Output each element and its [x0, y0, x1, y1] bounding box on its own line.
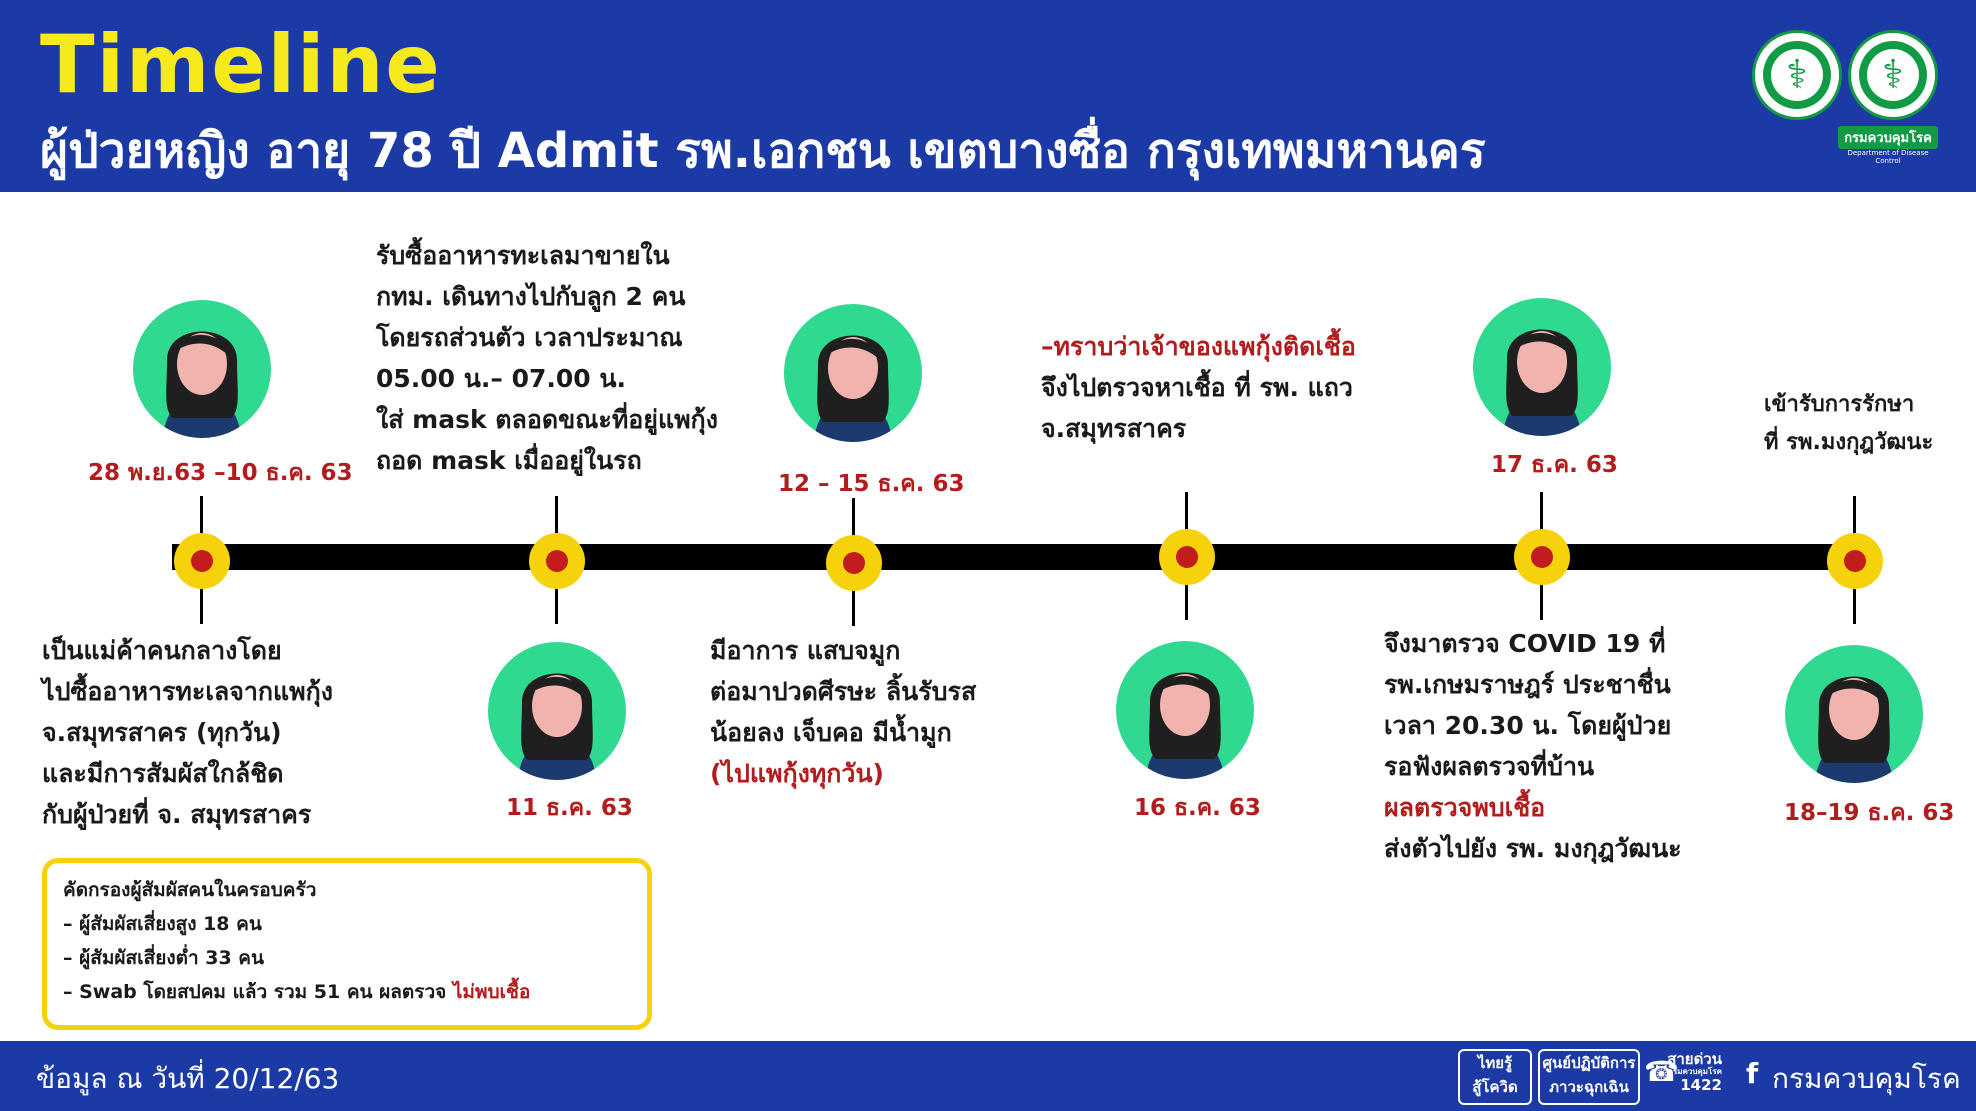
event-line: กทม. เดินทางไปกับลูก 2 คน: [376, 282, 686, 311]
event-line: ไปซื้ออาหารทะเลจากแพกุ้ง: [42, 677, 333, 706]
event-line: มีอาการ แสบจมูก: [710, 636, 901, 665]
ddc-logo-icon: ⚕: [1848, 30, 1938, 120]
event-line-highlight: –ทราบว่าเจ้าของแพกุ้งติดเชื้อ: [1041, 332, 1356, 361]
event-line: รับซื้ออาหารทะเลมาขายใน: [376, 241, 670, 270]
hotline-number: 1422: [1680, 1076, 1722, 1094]
event-line: จ.สมุทรสาคร: [1041, 414, 1187, 443]
woman-avatar-icon: [1473, 298, 1611, 436]
event-line: ถอด mask เมื่ออยู่ในรถ: [376, 446, 642, 475]
screening-item: – ผู้สัมผัสเสี่ยงต่ำ 33 คน: [63, 947, 264, 969]
event-description: เป็นแม่ค้าคนกลางโดย ไปซื้ออาหารทะเลจากแพ…: [42, 630, 333, 835]
event-date: 17 ธ.ค. 63: [1491, 452, 1618, 478]
timeline-marker: [1159, 529, 1215, 585]
woman-avatar-icon: [1116, 641, 1254, 779]
event-description: –ทราบว่าเจ้าของแพกุ้งติดเชื้อ จึงไปตรวจห…: [1041, 326, 1356, 449]
event-line: จึงไปตรวจหาเชื้อ ที่ รพ. แถว: [1041, 373, 1353, 402]
event-date: 11 ธ.ค. 63: [506, 795, 633, 821]
event-description: เข้ารับการรักษา ที่ รพ.มงกุฎวัฒนะ: [1764, 386, 1933, 462]
event-date: 16 ธ.ค. 63: [1134, 795, 1261, 821]
event-line: น้อยลง เจ็บคอ มีน้ำมูก: [710, 718, 952, 747]
timeline-track: [172, 544, 1862, 570]
facebook-page-name: กรมควบคุมโรค: [1772, 1062, 1961, 1095]
screening-title: คัดกรองผู้สัมผัสคนในครอบครัว: [63, 879, 317, 901]
badge-line: สู้โควิด: [1472, 1078, 1518, 1096]
woman-avatar-icon: [133, 300, 271, 438]
woman-avatar-icon: [488, 642, 626, 780]
timeline-marker: [826, 535, 882, 591]
event-line: จ.สมุทรสาคร (ทุกวัน): [42, 718, 282, 747]
hotline-label: สายด่วน: [1667, 1050, 1722, 1068]
screening-result: ไม่พบเชื้อ: [452, 981, 531, 1003]
timeline-marker: [1514, 529, 1570, 585]
event-line: โดยรถส่วนตัว เวลาประมาณ: [376, 323, 683, 352]
event-date: 12 – 15 ธ.ค. 63: [778, 471, 965, 497]
event-line: ต่อมาปวดศีรษะ ลิ้นรับรส: [710, 677, 977, 706]
event-line: กับผู้ป่วยที่ จ. สมุทรสาคร: [42, 800, 312, 829]
event-line: ส่งตัวไปยัง รพ. มงกุฎวัฒนะ: [1384, 834, 1682, 863]
facebook-icon: f: [1746, 1057, 1759, 1090]
badge-line: ศูนย์ปฏิบัติการ: [1542, 1054, 1636, 1072]
event-line: เวลา 20.30 น. โดยผู้ป่วย: [1384, 711, 1672, 740]
event-line: ที่ รพ.มงกุฎวัฒนะ: [1764, 430, 1934, 455]
screening-box: คัดกรองผู้สัมผัสคนในครอบครัว – ผู้สัมผัส…: [42, 858, 652, 1030]
woman-avatar-icon: [784, 304, 922, 442]
timeline-marker: [174, 533, 230, 589]
event-line: และมีการสัมผัสใกล้ชิด: [42, 759, 284, 788]
event-line: รอฟังผลตรวจที่บ้าน: [1384, 752, 1595, 781]
screening-item: – ผู้สัมผัสเสี่ยงสูง 18 คน: [63, 913, 262, 935]
event-line: 05.00 น.– 07.00 น.: [376, 364, 626, 393]
event-description: จึงมาตรวจ COVID 19 ที่ รพ.เกษมราษฎร์ ประ…: [1384, 623, 1682, 869]
logo-caption: กรมควบคุมโรค: [1838, 126, 1938, 149]
event-line: เป็นแม่ค้าคนกลางโดย: [42, 636, 282, 665]
logo-caption-en: Department of Disease Control: [1847, 149, 1929, 165]
data-date: ข้อมูล ณ วันที่ 20/12/63: [36, 1062, 340, 1095]
moph-logo-icon: ⚕: [1752, 30, 1842, 120]
event-description: มีอาการ แสบจมูก ต่อมาปวดศีรษะ ลิ้นรับรส …: [710, 630, 976, 794]
event-line: รพ.เกษมราษฎร์ ประชาชื่น: [1384, 670, 1671, 699]
phone-icon: ☎: [1644, 1055, 1679, 1088]
event-description: รับซื้ออาหารทะเลมาขายใน กทม. เดินทางไปกั…: [376, 235, 718, 481]
badge-line: ไทยรู้: [1477, 1054, 1513, 1072]
eoc-badge: ศูนย์ปฏิบัติการ ภาวะฉุกเฉิน: [1538, 1049, 1640, 1105]
thai-fight-covid-badge: ไทยรู้ สู้โควิด: [1458, 1049, 1532, 1105]
event-line: จึงมาตรวจ COVID 19 ที่: [1384, 629, 1666, 658]
woman-avatar-icon: [1785, 645, 1923, 783]
event-date: 28 พ.ย.63 –10 ธ.ค. 63: [88, 460, 353, 486]
event-date: 18–19 ธ.ค. 63: [1784, 800, 1955, 826]
event-line: เข้ารับการรักษา: [1764, 392, 1915, 417]
screening-item-text: – Swab โดยสปคม แล้ว รวม 51 คน ผลตรวจ: [63, 981, 453, 1003]
event-line-highlight: (ไปแพกุ้งทุกวัน): [710, 759, 884, 788]
event-line: ใส่ mask ตลอดขณะที่อยู่แพกุ้ง: [376, 405, 718, 434]
event-line-highlight: ผลตรวจพบเชื้อ: [1384, 793, 1546, 822]
page-subtitle: ผู้ป่วยหญิง อายุ 78 ปี Admit รพ.เอกชน เข…: [40, 123, 1486, 179]
header-banner: Timeline ผู้ป่วยหญิง อายุ 78 ปี Admit รพ…: [0, 0, 1976, 192]
hotline-org: กรมควบคุมโรค: [1668, 1067, 1722, 1076]
badge-line: ภาวะฉุกเฉิน: [1549, 1078, 1629, 1096]
timeline-marker: [529, 533, 585, 589]
footer-bar: ข้อมูล ณ วันที่ 20/12/63 ไทยรู้ สู้โควิด…: [0, 1041, 1976, 1111]
page-title: Timeline: [40, 18, 442, 111]
hotline: สายด่วน กรมควบคุมโรค 1422: [1648, 1051, 1722, 1093]
timeline-marker: [1827, 533, 1883, 589]
screening-item: – Swab โดยสปคม แล้ว รวม 51 คน ผลตรวจ ไม่…: [63, 977, 530, 1007]
